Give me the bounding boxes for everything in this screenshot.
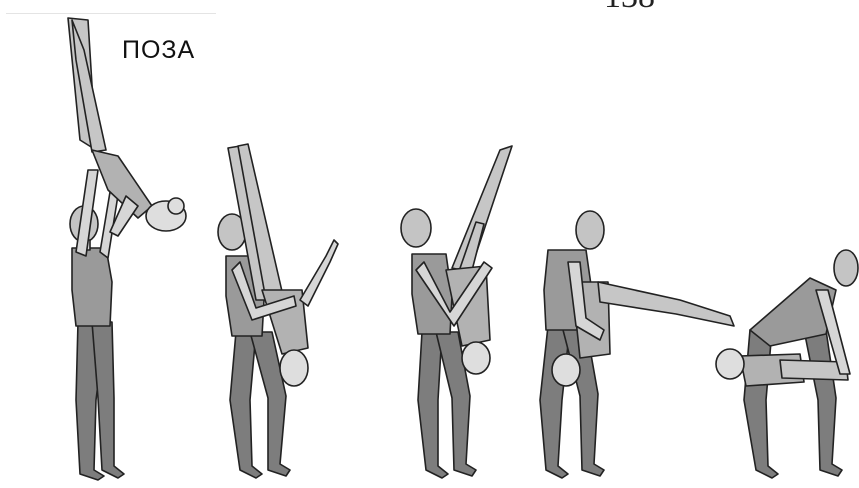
horizontal-carry-figure <box>540 211 734 478</box>
inverted-split-figure <box>401 146 512 478</box>
overhead-lift-figure <box>68 18 186 480</box>
inverted-hold-figure <box>218 144 338 478</box>
bent-over-figure <box>716 250 858 478</box>
